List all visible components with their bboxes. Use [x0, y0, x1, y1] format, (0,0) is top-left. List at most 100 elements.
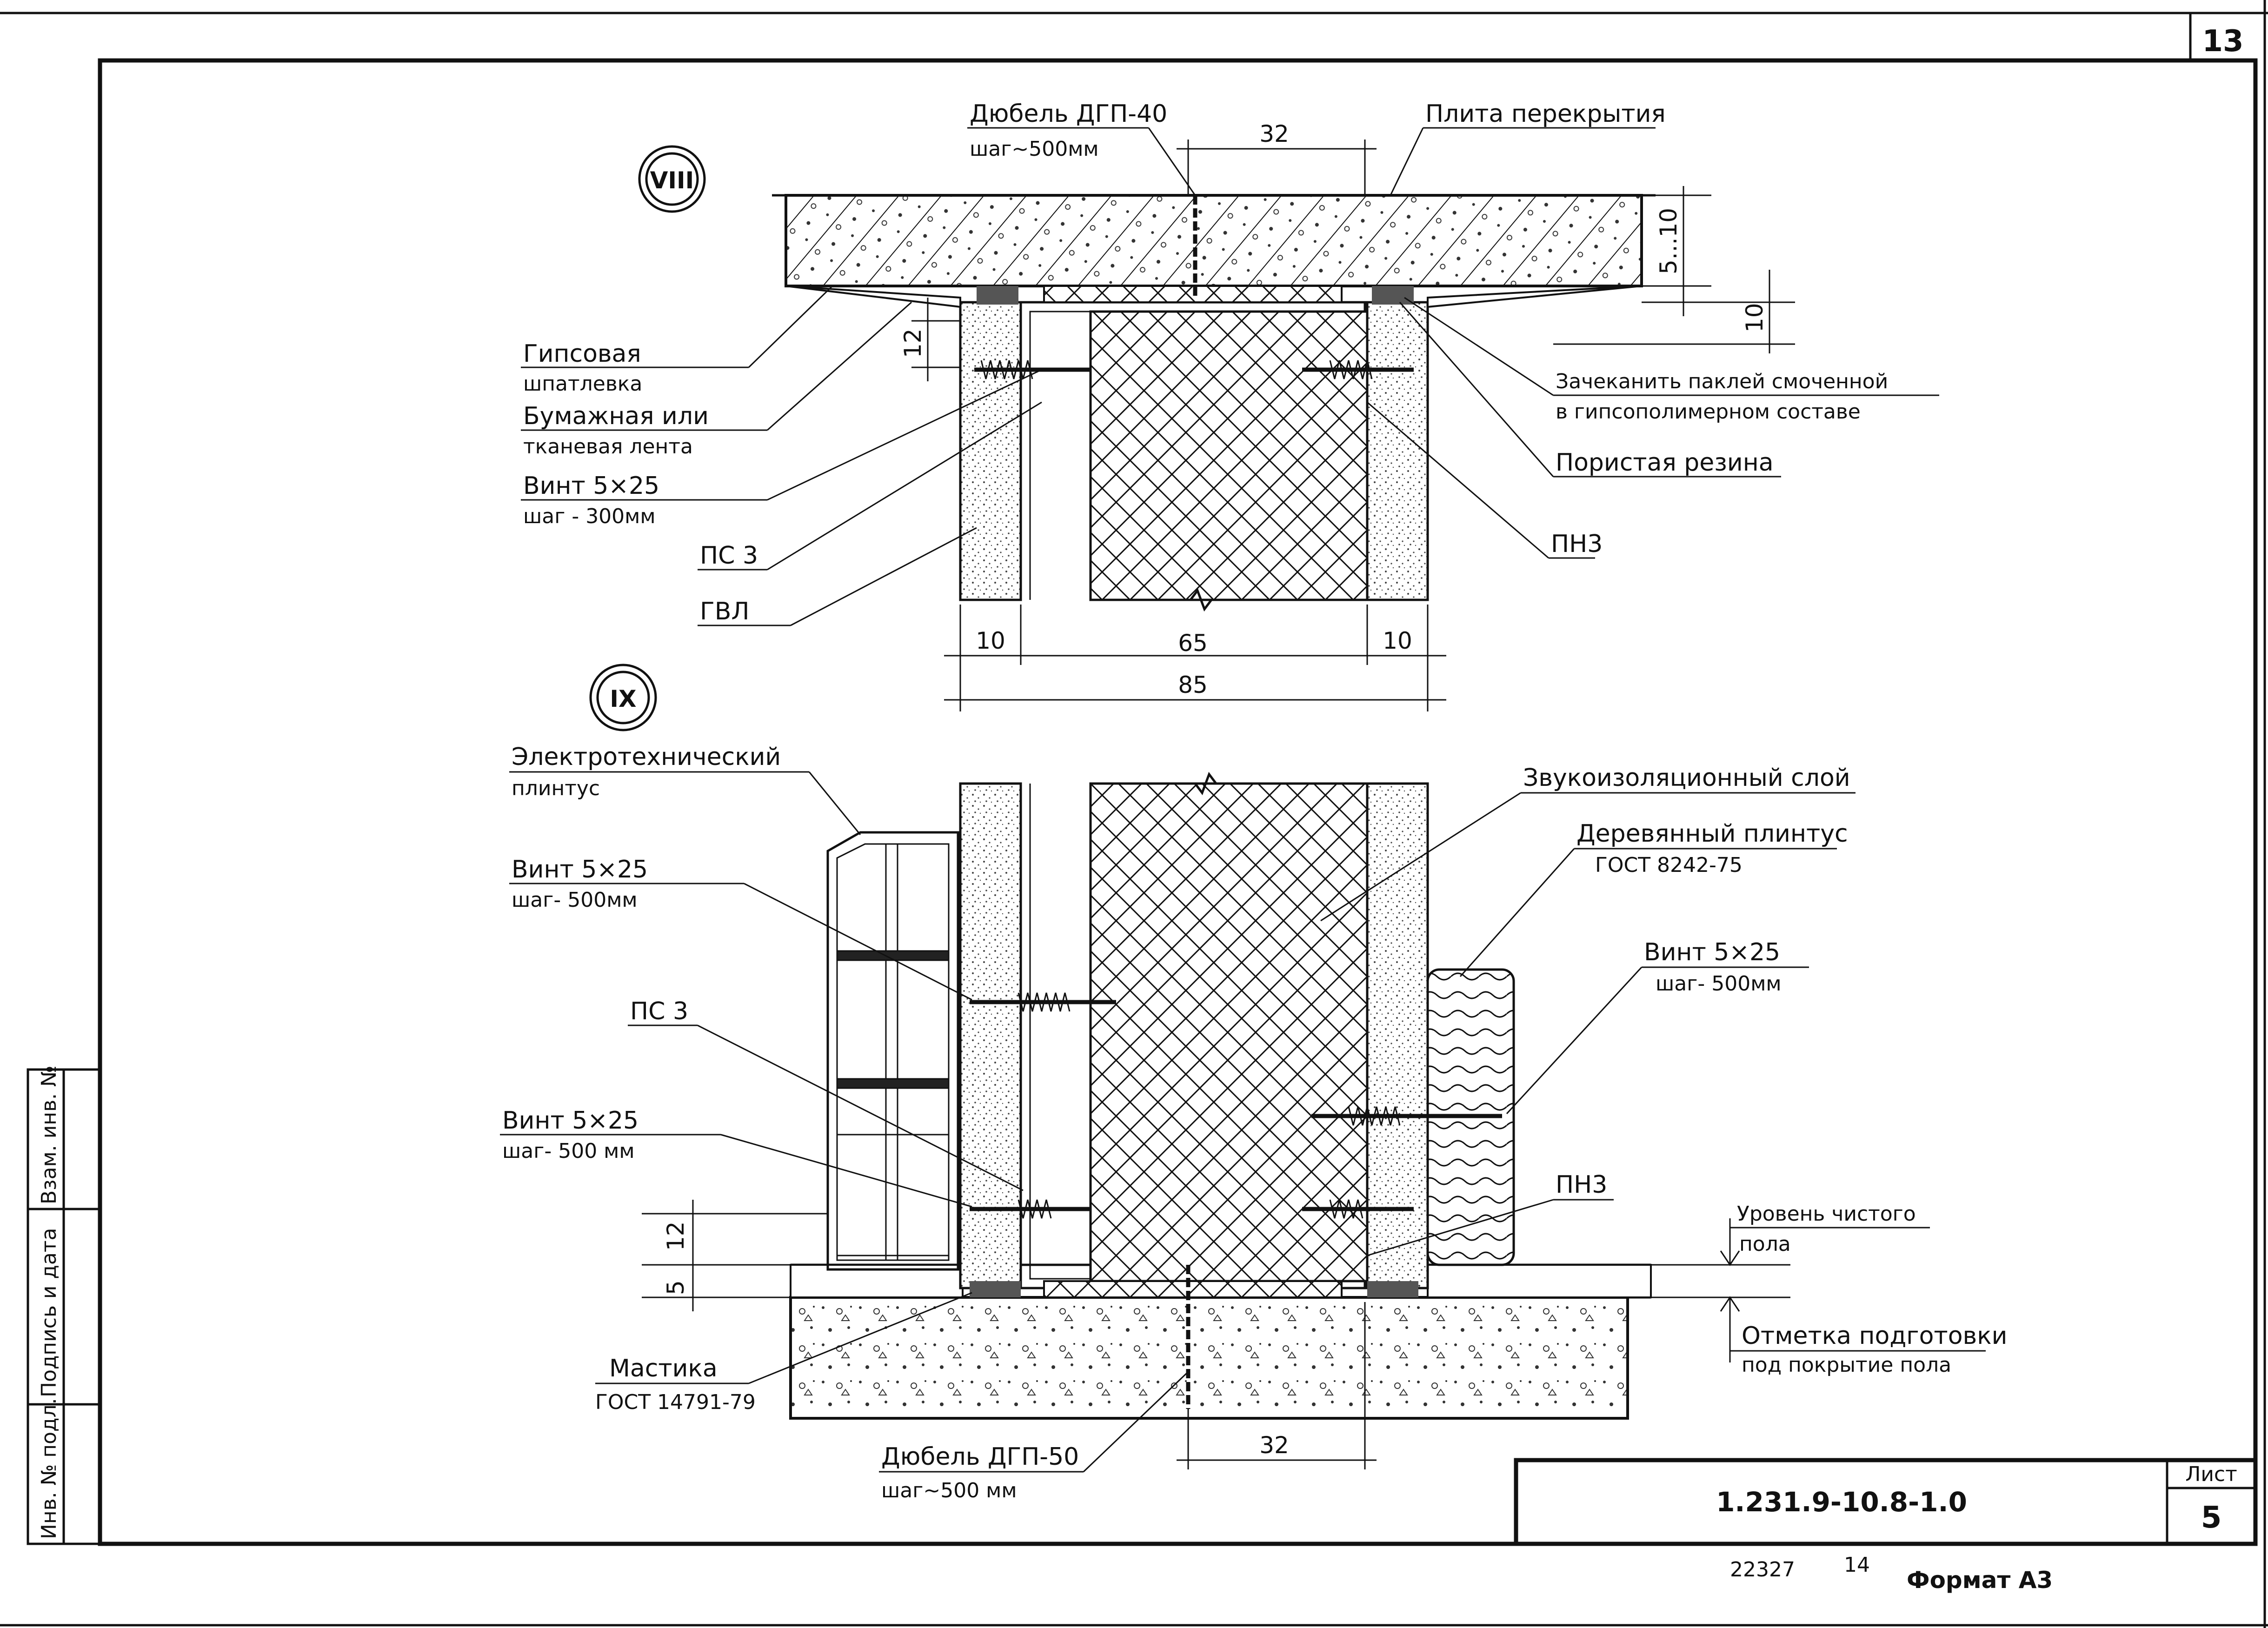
label-screw-b-9: Винт 5×25 шаг- 500мм — [1506, 938, 1809, 1115]
label-wood-plinth: Деревянный плинтус ГОСТ 8242-75 — [1459, 820, 1848, 977]
label-screw-8: Винт 5×25 шаг - 300мм — [521, 369, 1042, 528]
detail-9-marker: IX — [589, 664, 657, 731]
svg-text:Уровень чистого: Уровень чистого — [1737, 1202, 1916, 1226]
document-code: 1.231.9-10.8-1.0 — [1716, 1486, 1967, 1518]
dim-bottom-8: 10 65 10 85 — [944, 605, 1446, 711]
screw-left-8 — [974, 360, 1091, 379]
svg-text:Винт 5×25: Винт 5×25 — [523, 472, 659, 500]
floor-slab — [785, 194, 1643, 287]
detail-9: IX — [500, 664, 2007, 1502]
label-gypsum-putty: Гипсовая шпатлевка — [521, 285, 833, 396]
stamp-inv-podl: Инв. № подл. — [37, 1398, 61, 1539]
dim-32-top: 32 — [1177, 120, 1377, 195]
svg-text:Винт 5×25: Винт 5×25 — [1644, 938, 1780, 966]
svg-text:Отметка подготовки: Отметка подготовки — [1742, 1322, 2007, 1350]
side-stamp: Инв. № подл. Подпись и дата Взам. инв. № — [27, 1065, 101, 1545]
svg-text:Гипсовая: Гипсовая — [523, 340, 641, 368]
svg-text:Электротехнический: Электротехнический — [512, 743, 781, 771]
svg-text:ПС 3: ПС 3 — [700, 542, 758, 570]
stamp-vzam-inv: Взам. инв. № — [37, 1065, 61, 1204]
prep-level-mark: Отметка подготовки под покрытие пола — [1651, 1296, 2007, 1377]
svg-text:Плита перекрытия: Плита перекрытия — [1425, 100, 1666, 128]
screw-a-9 — [970, 992, 1116, 1012]
svg-text:плинтус: плинтус — [512, 777, 600, 800]
svg-text:ПС 3: ПС 3 — [630, 997, 688, 1025]
label-screw-c-9: Винт 5×25 шаг- 500 мм — [500, 1107, 972, 1208]
gvl-board-left-8 — [959, 301, 1022, 601]
svg-text:тканевая лента: тканевая лента — [523, 435, 693, 458]
format-label: Формат А3 — [1907, 1567, 2053, 1594]
svg-text:шпатлевка: шпатлевка — [523, 372, 642, 396]
label-screw-a-9: Винт 5×25 шаг- 500мм — [509, 856, 972, 1001]
svg-text:10: 10 — [976, 627, 1005, 654]
label-caulk: Зачеканить паклей смоченной в гипсополим… — [1404, 297, 1939, 424]
screw-right-8 — [1302, 360, 1414, 379]
dim-5-10-right: 5...10 — [1642, 186, 1711, 316]
gvl-board-right-9 — [1366, 782, 1429, 1289]
label-tape: Бумажная или тканевая лента — [521, 301, 912, 458]
label-slab: Плита перекрытия — [1390, 100, 1666, 196]
insulation-8 — [1089, 310, 1369, 601]
svg-text:Пористая резина: Пористая резина — [1556, 449, 1774, 477]
screw-d-9 — [1302, 1199, 1414, 1219]
label-sound-layer: Звукоизоляционный слой — [1320, 764, 1856, 922]
list-number: 5 — [2201, 1501, 2222, 1535]
svg-text:Винт 5×25: Винт 5×25 — [502, 1107, 638, 1135]
insulation-9 — [1089, 782, 1369, 1282]
svg-text:Звукоизоляционный слой: Звукоизоляционный слой — [1523, 764, 1850, 792]
svg-text:в гипсополимерном составе: в гипсополимерном составе — [1556, 400, 1861, 424]
title-block: 1.231.9-10.8-1.0 Лист 5 22327 14 Формат … — [1514, 1458, 2258, 1594]
svg-text:ГОСТ 8242-75: ГОСТ 8242-75 — [1595, 853, 1743, 877]
bottom-number: 22327 — [1730, 1558, 1795, 1581]
dim-left-9: 12 5 — [642, 1200, 828, 1311]
svg-text:ПН3: ПН3 — [1551, 530, 1603, 558]
svg-text:5: 5 — [662, 1280, 689, 1295]
screw-c-9 — [970, 1199, 1091, 1219]
bottom-number-2: 14 — [1844, 1553, 1870, 1577]
svg-text:Дюбель ДГП-40: Дюбель ДГП-40 — [970, 100, 1167, 128]
dim-32-bottom: 32 — [1177, 1302, 1377, 1469]
label-dowel-9: Дюбель ДГП-50 шаг~500 мм — [879, 1371, 1189, 1502]
svg-text:под покрытие пола: под покрытие пола — [1742, 1353, 1951, 1377]
svg-text:VIII: VIII — [650, 167, 694, 194]
svg-text:10: 10 — [1383, 627, 1412, 654]
svg-text:шаг~500мм: шаг~500мм — [970, 137, 1099, 161]
gvl-board-right-8 — [1366, 301, 1429, 601]
svg-text:шаг- 500мм: шаг- 500мм — [1656, 972, 1782, 996]
svg-text:IX: IX — [610, 685, 636, 712]
svg-text:10: 10 — [1741, 303, 1768, 332]
svg-text:32: 32 — [1259, 1432, 1289, 1459]
label-rubber: Пористая резина — [1399, 302, 1781, 478]
svg-text:ГВЛ: ГВЛ — [700, 598, 750, 625]
svg-text:пола: пола — [1739, 1232, 1791, 1256]
svg-text:5...10: 5...10 — [1655, 208, 1682, 274]
svg-text:32: 32 — [1259, 120, 1289, 147]
label-electric-plinth: Электротехнический плинтус — [509, 743, 861, 835]
floor-level-mark: Уровень чистого пола — [1651, 1202, 1930, 1266]
label-pnz-9: ПН3 — [1367, 1171, 1614, 1256]
rubber-strip-8 — [1043, 285, 1343, 303]
dim-12-left: 12 — [899, 298, 960, 381]
svg-text:шаг~500 мм: шаг~500 мм — [881, 1479, 1017, 1502]
svg-text:Винт 5×25: Винт 5×25 — [512, 856, 648, 884]
svg-text:Деревянный плинтус: Деревянный плинтус — [1576, 820, 1848, 848]
svg-text:Дюбель ДГП-50: Дюбель ДГП-50 — [881, 1443, 1079, 1471]
label-mastic: Мастика ГОСТ 14791-79 — [595, 1292, 972, 1414]
label-psz-9: ПС 3 — [628, 997, 1024, 1191]
svg-text:Зачеканить паклей смоченной: Зачеканить паклей смоченной — [1556, 370, 1888, 393]
label-gvl: ГВЛ — [698, 527, 977, 626]
svg-text:шаг - 300мм: шаг - 300мм — [523, 505, 656, 528]
detail-8: VIII — [521, 100, 1939, 711]
list-label: Лист — [2185, 1462, 2237, 1486]
svg-text:12: 12 — [899, 328, 926, 358]
page-number-top: 13 — [2202, 24, 2243, 59]
rubber-strip-9 — [1043, 1280, 1343, 1298]
svg-text:12: 12 — [662, 1221, 689, 1251]
label-psz-8: ПС 3 — [698, 401, 1042, 571]
svg-text:65: 65 — [1178, 630, 1208, 657]
svg-text:ПН3: ПН3 — [1556, 1171, 1607, 1199]
gvl-board-left-9 — [959, 782, 1022, 1289]
svg-text:шаг- 500мм: шаг- 500мм — [512, 888, 638, 912]
